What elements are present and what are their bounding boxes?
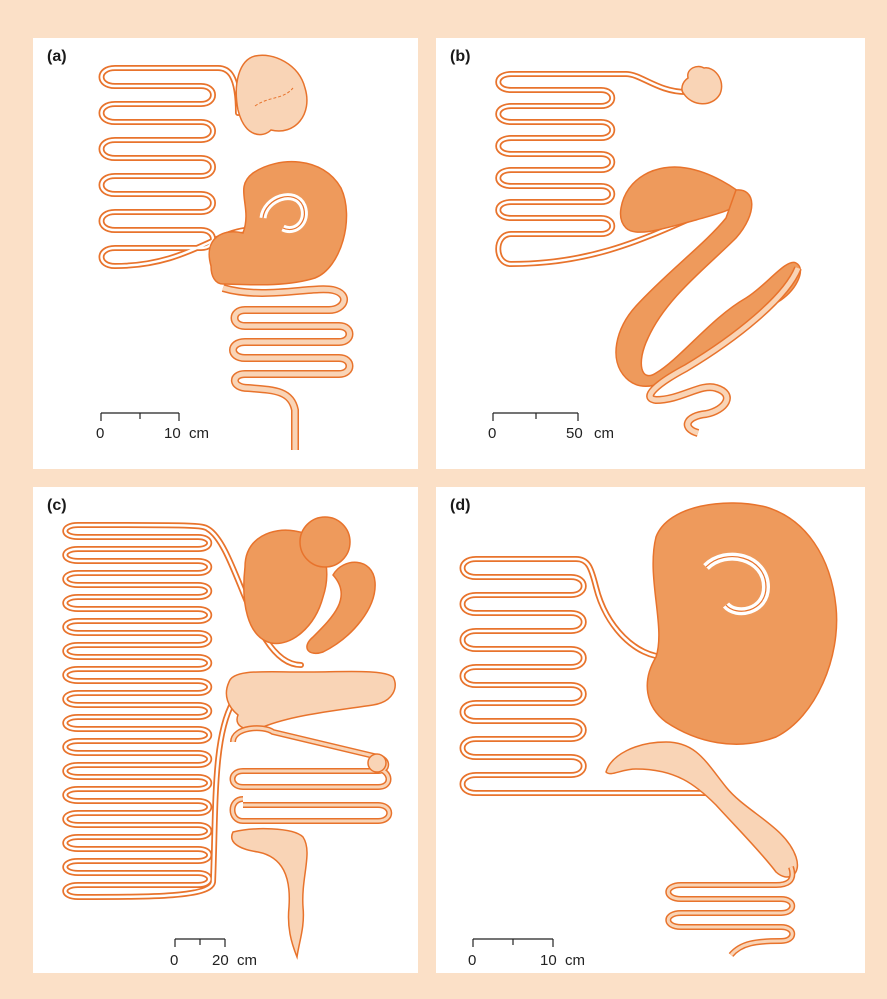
scale-end-c: 20 [212, 952, 229, 969]
scale-zero-b: 0 [488, 425, 496, 442]
scale-unit-c: cm [237, 952, 257, 969]
colon-spiral-c [368, 754, 386, 772]
scale-bar-c [175, 939, 225, 947]
panel-label-a: (a) [47, 48, 67, 66]
panel-b: 0 50 cm (b) [436, 38, 865, 469]
caecum-d [647, 503, 836, 744]
panel-label-c: (c) [47, 497, 67, 515]
caecum-c [226, 671, 395, 729]
caecum-a [209, 162, 346, 285]
scale-bar-b [493, 413, 578, 421]
scale-zero-c: 0 [170, 952, 178, 969]
panel-c-drawing: 0 20 cm [33, 487, 418, 973]
rectum-c [232, 829, 307, 957]
stomach-b [682, 66, 722, 103]
scale-unit-a: cm [189, 425, 209, 442]
scale-zero-a: 0 [96, 425, 104, 442]
panel-label-d: (d) [450, 497, 470, 515]
scale-bar-a [101, 413, 179, 421]
scale-end-b: 50 [566, 425, 583, 442]
panel-a-drawing: 0 10 cm [33, 38, 418, 469]
panel-d: 0 10 cm (d) [436, 487, 865, 973]
panel-a: 0 10 cm (a) [33, 38, 418, 469]
colon-d [606, 742, 797, 877]
panel-label-b: (b) [450, 48, 470, 66]
scale-end-a: 10 [164, 425, 181, 442]
scale-end-d: 10 [540, 952, 557, 969]
scale-unit-d: cm [565, 952, 585, 969]
panel-c: 0 20 cm (c) [33, 487, 418, 973]
scale-zero-d: 0 [468, 952, 476, 969]
spiral-colon-c [233, 728, 389, 787]
scale-unit-b: cm [594, 425, 614, 442]
panel-b-drawing: 0 50 cm [436, 38, 865, 469]
panel-d-drawing: 0 10 cm [436, 487, 865, 973]
stomach-a [236, 55, 307, 134]
reticulum-c [300, 517, 350, 567]
scale-bar-d [473, 939, 553, 947]
